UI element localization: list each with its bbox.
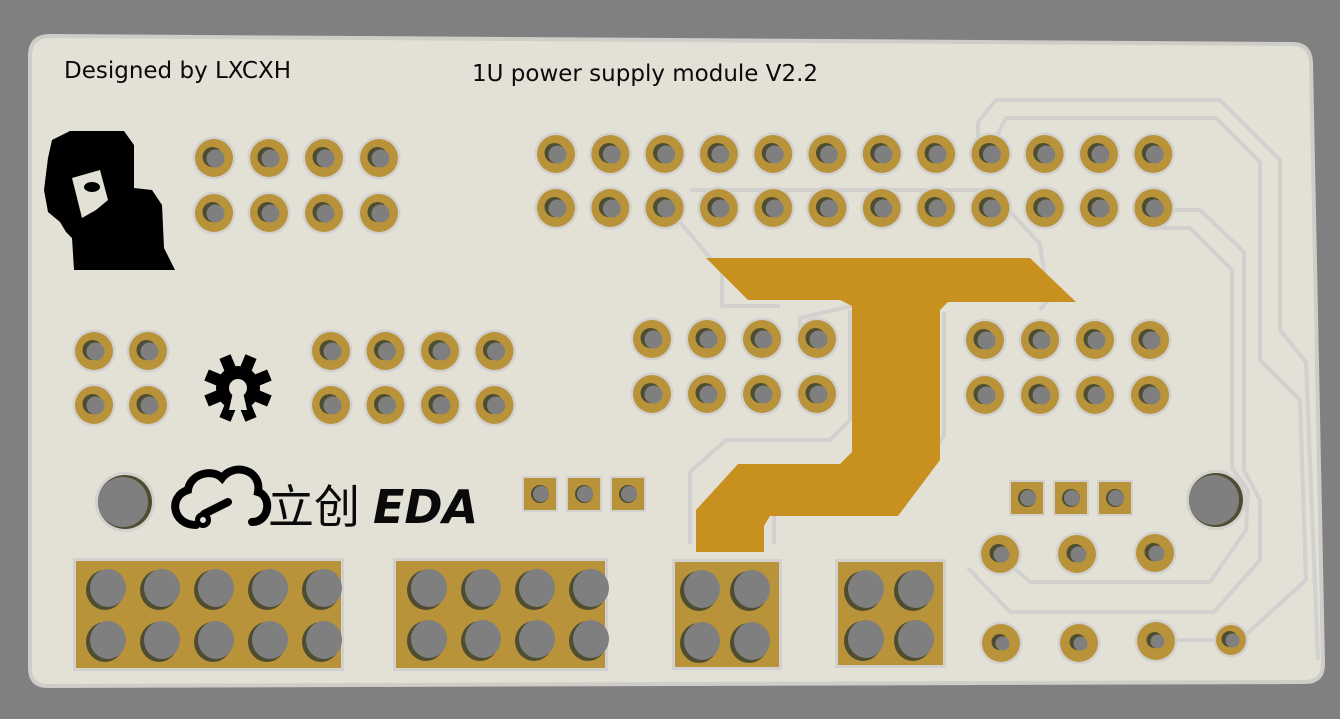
header-left-pin [357, 136, 401, 180]
designer-label: Designed by LXCXH [64, 58, 291, 84]
header-mid-b-pin [630, 317, 674, 361]
header-mid-left-pin [126, 329, 170, 373]
header-top-pin [643, 186, 687, 230]
header-mid-a-pin [309, 383, 353, 427]
mounting-hole-left [95, 472, 155, 532]
header-left-pin [302, 136, 346, 180]
copper-pour-power-net [696, 258, 1076, 552]
pad-row-3 [1133, 531, 1177, 575]
trace [990, 116, 1308, 642]
header-mid-a-pin [473, 329, 516, 373]
header-left-pin [247, 136, 291, 180]
header-mid-a-pin [473, 383, 516, 427]
header-top-pin [1131, 186, 1175, 230]
header-mid-c-pin [963, 318, 1007, 362]
header-mid-left-pin [72, 383, 116, 427]
header-mid-a-pin [364, 329, 407, 373]
header-mid-b-pin [685, 372, 729, 416]
header-mid-left-pin [126, 383, 170, 427]
pad-row-4 [1213, 622, 1249, 658]
trace [678, 220, 780, 308]
header-left-pin [192, 136, 236, 180]
header-top-pin [806, 186, 849, 230]
pad-row-4 [1057, 621, 1101, 665]
trace [966, 208, 1262, 614]
header-top-pin [914, 132, 958, 176]
smd-pad [522, 476, 558, 512]
connector-2x4 [393, 558, 609, 671]
trace [976, 98, 1320, 661]
header-top-pin [806, 132, 849, 176]
header-mid-b-pin [795, 317, 839, 361]
header-top-pin [1077, 186, 1121, 230]
header-top-pin [1023, 186, 1067, 230]
smd-pad [610, 476, 646, 512]
pad-row-3 [1055, 532, 1099, 576]
header-mid-b-pin [630, 372, 674, 416]
header-top-pin [697, 132, 741, 176]
header-top-pin [914, 186, 958, 230]
logo-text-cn: 立创 [268, 480, 360, 534]
header-mid-b-pin [795, 372, 839, 416]
header-mid-a-pin [309, 329, 353, 373]
header-top-pin [751, 186, 795, 230]
open-hardware-gear-icon [204, 354, 272, 422]
header-top-pin [588, 132, 632, 176]
header-left-pin [357, 191, 401, 235]
smd-pad [1053, 480, 1089, 516]
avatar-silhouette [44, 131, 175, 270]
board-title: 1U power supply module V2.2 [472, 61, 818, 87]
header-mid-a-pin [418, 383, 462, 427]
lceda-cloud-logo [171, 465, 271, 529]
trace [998, 226, 1250, 584]
header-left-pin [247, 191, 291, 235]
header-left-pin [192, 191, 236, 235]
mounting-hole-right [1186, 470, 1246, 530]
smd-pad [1009, 480, 1045, 516]
header-mid-c-pin [963, 373, 1007, 417]
pad-row-3 [978, 532, 1022, 576]
header-top-pin [968, 186, 1012, 230]
connector-2x2-b [835, 559, 946, 668]
header-top-pin [534, 186, 578, 230]
header-top-pin [534, 132, 578, 176]
header-mid-b-pin [740, 317, 784, 361]
header-mid-left-pin [72, 329, 116, 373]
header-top-pin [1131, 132, 1175, 176]
header-top-pin [697, 186, 741, 230]
connector-2x2-a [672, 559, 782, 670]
connector-2x5 [73, 558, 344, 671]
header-top-pin [860, 186, 904, 230]
header-mid-c-pin [1073, 318, 1117, 362]
header-mid-c-pin [1073, 373, 1117, 417]
header-top-pin [643, 132, 687, 176]
header-mid-a-pin [418, 329, 462, 373]
header-mid-c-pin [1018, 373, 1062, 417]
header-top-pin [1023, 132, 1067, 176]
header-mid-b-pin [740, 372, 784, 416]
header-mid-c-pin [1128, 373, 1172, 417]
header-top-pin [968, 132, 1012, 176]
header-top-pin [1077, 132, 1121, 176]
trace [688, 310, 852, 544]
header-mid-a-pin [364, 383, 407, 427]
header-mid-c-pin [1128, 318, 1172, 362]
header-mid-c-pin [1018, 318, 1062, 362]
pad-row-4 [979, 621, 1023, 665]
header-top-pin [860, 132, 904, 176]
header-top-pin [751, 132, 795, 176]
smd-pad [566, 476, 602, 512]
logo-text-en: EDA [373, 480, 478, 534]
header-left-pin [302, 191, 346, 235]
smd-pad [1097, 480, 1133, 516]
header-mid-b-pin [685, 317, 729, 361]
header-top-pin [588, 186, 632, 230]
pad-row-4 [1134, 619, 1178, 663]
